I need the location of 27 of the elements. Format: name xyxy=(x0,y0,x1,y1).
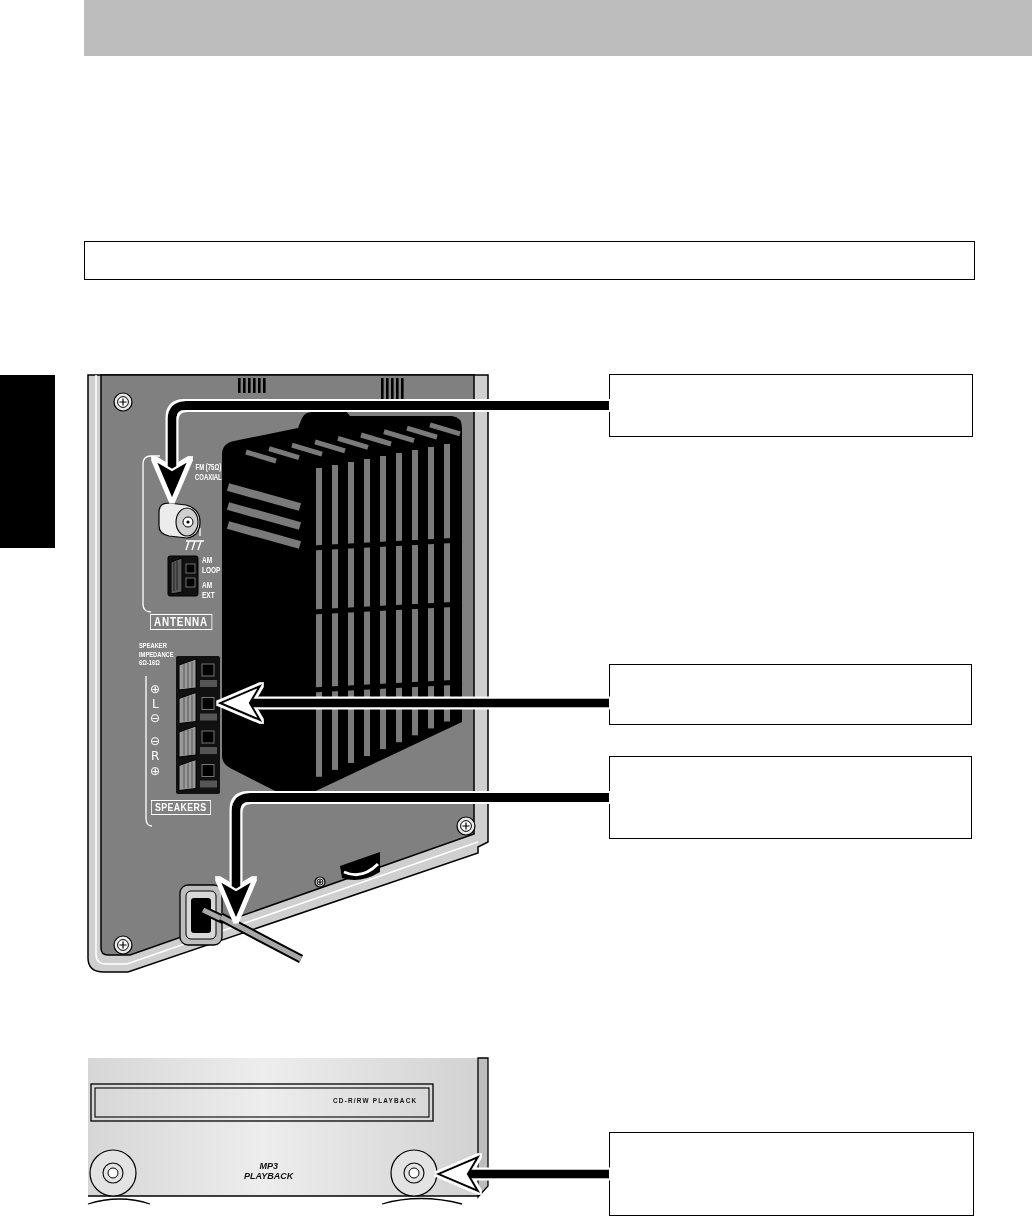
callout-box xyxy=(609,374,973,437)
channel-label: R xyxy=(151,750,160,762)
polarity-label: ⊕ xyxy=(150,683,161,695)
callout-box xyxy=(609,1132,974,1216)
terminal-label: AM LOOP xyxy=(202,556,221,576)
coaxial-jack xyxy=(156,500,202,540)
note-box xyxy=(84,241,975,280)
round-foot xyxy=(89,1149,137,1197)
section-label: SPEAKERS xyxy=(151,800,211,815)
callout-box xyxy=(609,664,972,725)
round-foot xyxy=(390,1149,438,1197)
polarity-label: ⊕ xyxy=(150,765,161,777)
arrow xyxy=(436,1155,609,1193)
format-label: MP3 PLAYBACK xyxy=(244,1162,294,1182)
polarity-label: ⊖ xyxy=(150,712,161,724)
impedance-label: SPEAKER IMPEDANCE 6Ω-16Ω xyxy=(139,642,174,668)
jack-label: FM (75Ω) COAXIAL xyxy=(195,463,222,483)
callout-box xyxy=(609,756,972,839)
section-label: ANTENNA xyxy=(150,614,213,630)
arrow xyxy=(217,793,609,922)
channel-label: L xyxy=(152,698,159,710)
speaker-terminal-block xyxy=(176,656,220,794)
arrow xyxy=(153,401,609,502)
playback-label: CD-R/RW PLAYBACK xyxy=(333,1097,418,1106)
side-tab xyxy=(0,375,55,548)
polarity-label: ⊖ xyxy=(150,735,161,747)
terminal-label: AM EXT xyxy=(202,581,215,601)
